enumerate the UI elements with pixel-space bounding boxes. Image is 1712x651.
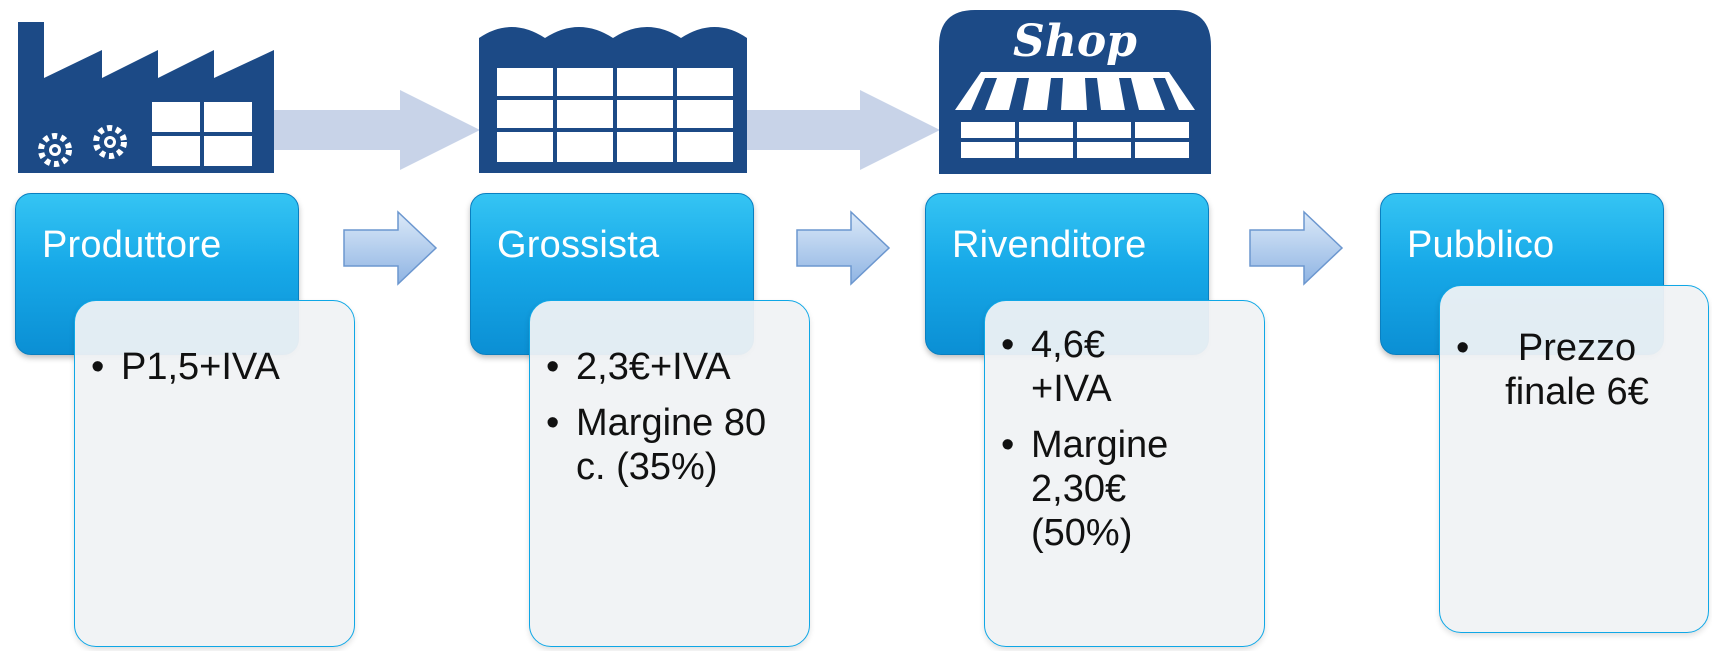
flow-arrow-1 <box>343 210 438 286</box>
stage-details-produttore: P1,5+IVA <box>74 300 355 647</box>
detail-item: Margine 80 c. (35%) <box>530 401 769 489</box>
stage-header-pubblico: Pubblico <box>1380 193 1664 355</box>
top-connector-arrows <box>270 90 940 170</box>
detail-item: Margine 2,30€ (50%) <box>985 423 1184 555</box>
warehouse-icon <box>479 27 747 173</box>
flow-arrow-3 <box>1249 210 1344 286</box>
connector-arrow-1 <box>270 90 480 170</box>
detail-item: 2,3€+IVA <box>530 345 769 389</box>
stage-details-grossista: 2,3€+IVA Margine 80 c. (35%) <box>529 300 810 647</box>
stage-label: Pubblico <box>1407 224 1555 266</box>
stage-label: Produttore <box>42 224 222 266</box>
factory-icon <box>18 22 274 173</box>
stage-label: Grossista <box>497 224 660 266</box>
detail-item: Prezzo finale 6€ <box>1440 326 1668 414</box>
shop-sign: Shop <box>1013 16 1137 67</box>
detail-item: P1,5+IVA <box>75 345 344 389</box>
flow-arrow-2 <box>796 210 891 286</box>
stage-details-rivenditore: 4,6€ +IVA Margine 2,30€ (50%) <box>984 300 1265 647</box>
detail-item: 4,6€ +IVA <box>985 323 1184 411</box>
shop-icon: Shop <box>939 10 1211 174</box>
connector-arrow-2 <box>740 90 940 170</box>
stage-label: Rivenditore <box>952 224 1147 266</box>
stage-details-pubblico: Prezzo finale 6€ <box>1439 285 1709 633</box>
